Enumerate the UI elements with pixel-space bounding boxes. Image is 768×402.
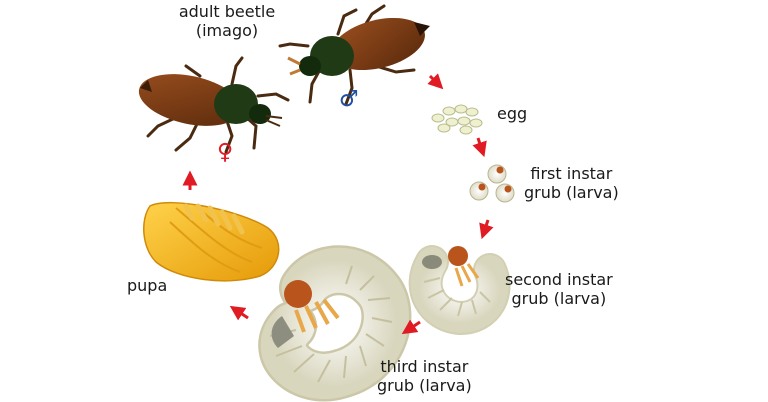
- label-adult-line1: adult beetle: [178, 2, 276, 21]
- label-adult-beetle: adult beetle (imago): [162, 2, 292, 40]
- pupa-shape: [143, 201, 280, 282]
- label-third-line2: grub (larva): [377, 376, 472, 395]
- label-first-line2: grub (larva): [524, 183, 619, 202]
- arrow-egg-to-first: [472, 137, 487, 158]
- male-symbol: ♂: [339, 87, 359, 112]
- third-instar-grub: [258, 245, 412, 402]
- arrow-third-to-pupa: [229, 305, 249, 321]
- label-pupa: pupa: [127, 276, 168, 295]
- label-egg: egg: [497, 104, 528, 123]
- male-beetle: [278, 4, 430, 106]
- label-third-instar: third instar grub (larva): [377, 357, 472, 395]
- label-adult-line2: (imago): [195, 21, 259, 40]
- label-first-instar: first instar grub (larva): [524, 164, 619, 202]
- label-third-line1: third instar: [380, 357, 469, 376]
- label-second-instar: second instar grub (larva): [505, 270, 613, 308]
- arrow-adult-to-egg: [427, 73, 444, 90]
- arrow-first-to-second: [479, 219, 494, 240]
- female-beetle: [138, 56, 290, 154]
- label-second-line1: second instar: [505, 270, 613, 289]
- label-second-line2: grub (larva): [511, 289, 607, 308]
- label-first-line1: first instar: [530, 164, 613, 183]
- egg-cluster: [431, 104, 483, 135]
- cycle-arrows: [182, 73, 494, 335]
- female-symbol: ♀: [217, 140, 234, 165]
- arrow-second-to-third: [401, 319, 421, 335]
- second-instar-grub: [408, 245, 511, 336]
- first-instar-grubs: [469, 164, 515, 203]
